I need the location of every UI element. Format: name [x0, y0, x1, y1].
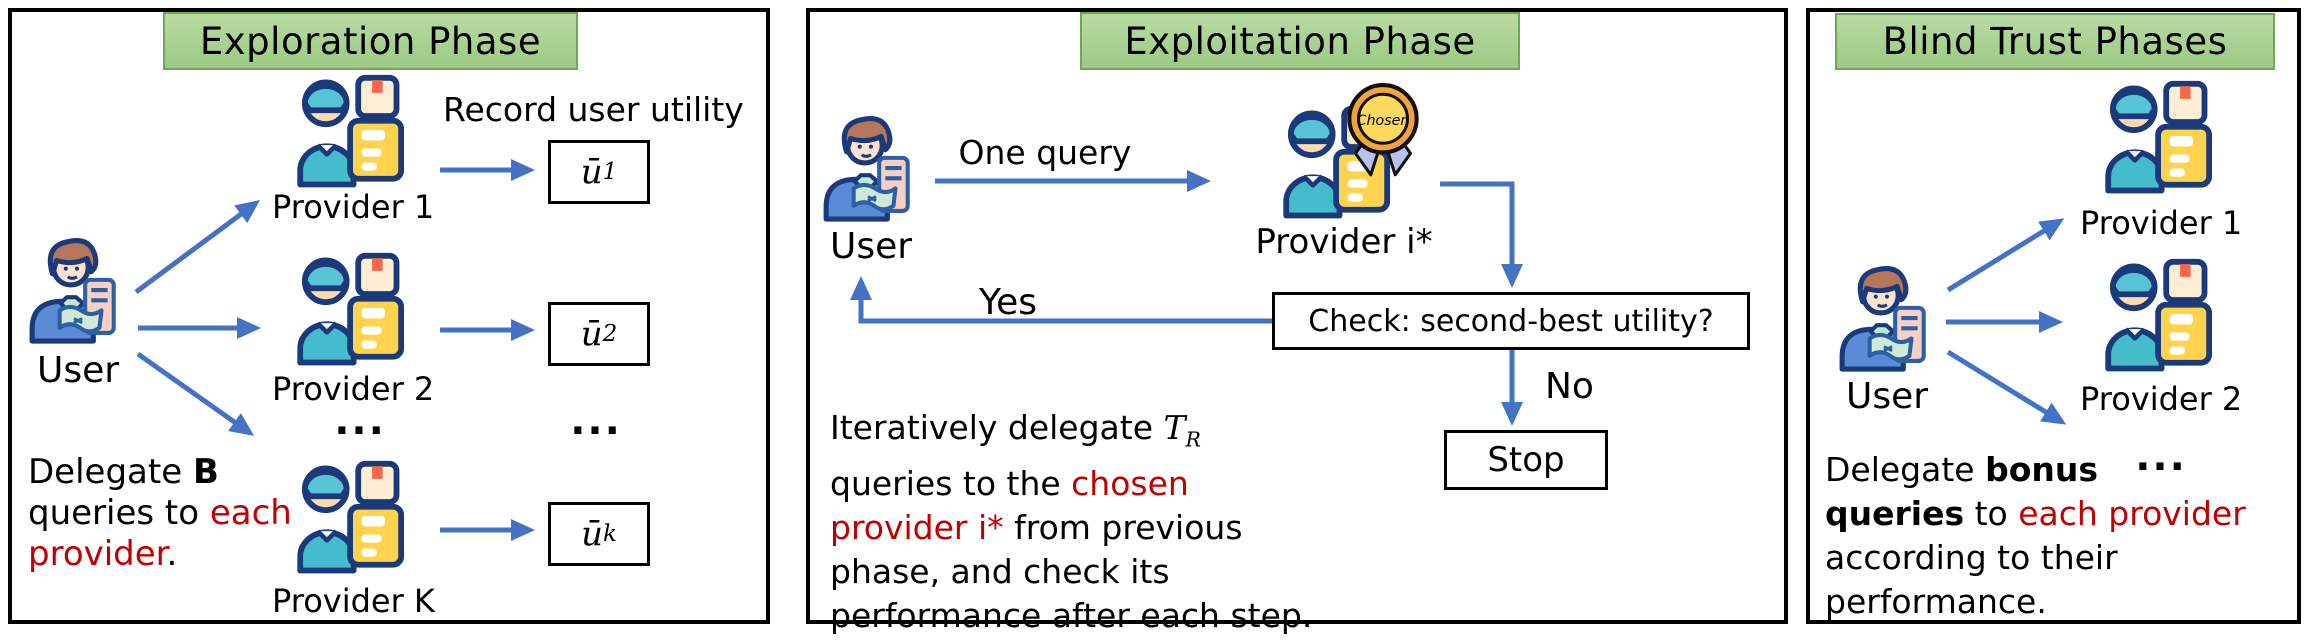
user-icon	[26, 226, 128, 346]
note-text: performance after each step.	[830, 595, 1313, 635]
providers-ellipsis: ...	[2135, 434, 2187, 480]
provider-icon	[2100, 256, 2222, 372]
note-text: queries to	[28, 493, 210, 533]
delegate-note: Delegate B queries to each provider.	[28, 452, 292, 575]
note-text: to	[1964, 494, 2019, 533]
iteratively-delegate-note: Iteratively delegate TR queries to the c…	[830, 406, 1312, 638]
check-box-text: Check: second-best utility?	[1308, 303, 1714, 339]
note-text: performance.	[1825, 582, 2047, 621]
providers-ellipsis: ...	[334, 398, 386, 444]
note-text: according to their	[1825, 538, 2118, 577]
yes-label: Yes	[978, 282, 1038, 323]
exploitation-phase-title-text: Exploitation Phase	[1124, 19, 1476, 63]
no-label: No	[1545, 366, 1594, 407]
note-math-T: T	[1163, 408, 1186, 447]
utility-value: ū	[580, 314, 603, 354]
chosen-medal-label: Chosen	[1357, 113, 1410, 129]
utility-subscript: 2	[602, 321, 618, 347]
utility-subscript: 1	[602, 159, 618, 185]
note-text-bold: B	[192, 452, 219, 492]
chosen-medal-icon: Chosen	[1347, 83, 1419, 177]
one-query-label: One query	[958, 133, 1132, 172]
user-label: User	[1845, 376, 1929, 417]
user-icon	[1836, 254, 1938, 374]
note-text: Iteratively delegate	[830, 408, 1164, 447]
bonus-queries-note: Delegate bonus queries to each provider …	[1825, 448, 2246, 624]
user-icon	[820, 104, 922, 224]
provider-2-label: Provider 2	[272, 370, 435, 408]
note-text-red: each	[209, 493, 292, 533]
note-text-bold: queries	[1825, 494, 1965, 533]
note-text: Delegate	[28, 452, 193, 492]
provider-icon	[292, 72, 414, 188]
note-math-R: R	[1185, 427, 1201, 452]
check-box: Check: second-best utility?	[1272, 292, 1750, 350]
note-text: phase, and check its	[830, 551, 1170, 591]
blind-trust-phase-title: Blind Trust Phases	[1835, 13, 2275, 70]
provider-icon	[292, 250, 414, 366]
provider-icon	[2100, 78, 2222, 194]
note-text: from previous	[1003, 507, 1243, 547]
blind-trust-phase-title-text: Blind Trust Phases	[1882, 20, 2228, 63]
utility-value: ū	[581, 514, 603, 554]
exploration-phase-title-text: Exploration Phase	[199, 19, 542, 63]
note-text-red: chosen	[1071, 463, 1189, 503]
note-text-bold: bonus	[1985, 450, 2099, 489]
note-text-red: provider	[28, 534, 167, 574]
utilities-ellipsis: ...	[570, 398, 622, 444]
note-text: .	[166, 534, 178, 574]
exploitation-phase-title: Exploitation Phase	[1080, 12, 1520, 70]
provider-2-label: Provider 2	[2080, 380, 2243, 418]
provider-k-label: Provider K	[272, 582, 435, 620]
note-text-red: provider i*	[830, 507, 1004, 547]
stop-box: Stop	[1444, 430, 1608, 490]
utility-subscript: k	[602, 521, 617, 547]
provider-icon	[292, 458, 414, 574]
provider-istar-label: Provider i*	[1255, 222, 1433, 262]
user-label: User	[36, 350, 120, 391]
utility-value: ū	[580, 152, 603, 192]
provider-1-label: Provider 1	[272, 188, 435, 226]
note-text: queries to the	[830, 463, 1072, 503]
note-text: Delegate	[1825, 450, 1986, 489]
record-user-utility-label: Record user utility	[443, 90, 744, 129]
exploration-phase-title: Exploration Phase	[163, 12, 578, 70]
note-text-red: each provider	[2018, 494, 2246, 533]
provider-1-label: Provider 1	[2080, 204, 2243, 242]
user-label: User	[829, 226, 913, 267]
stop-box-text: Stop	[1487, 440, 1565, 480]
